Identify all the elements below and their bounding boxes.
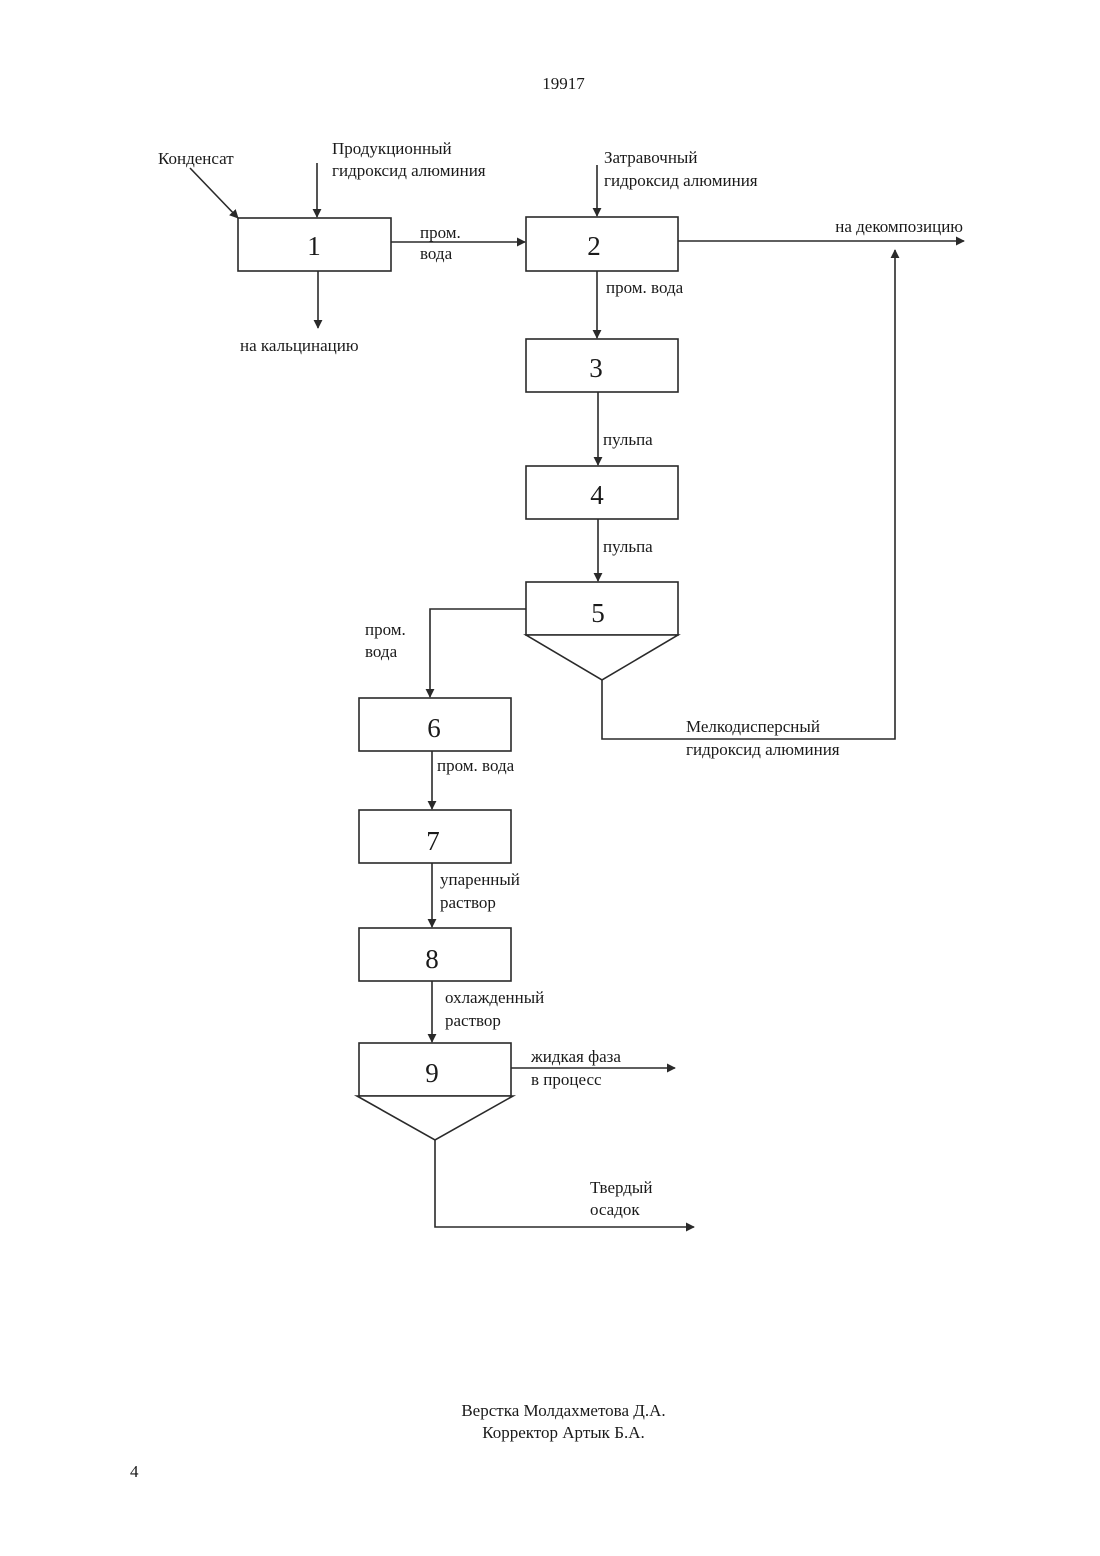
label-seed-hydroxide-line2: гидроксид алюминия — [604, 171, 758, 190]
label-pulp-3-4: пульпа — [603, 430, 653, 449]
label-wash-water-6-7: пром. вода — [437, 756, 515, 775]
arrow-condensate-to-1 — [190, 168, 238, 218]
label-cooled-solution-line1: охлажденный — [445, 988, 544, 1007]
label-to-decomposition: на декомпозицию — [835, 217, 963, 236]
block-2-number: 2 — [587, 231, 601, 261]
block-1-number: 1 — [307, 231, 321, 261]
block-3-number: 3 — [589, 353, 603, 383]
block-6-number: 6 — [427, 713, 441, 743]
label-pulp-4-5: пульпа — [603, 537, 653, 556]
label-product-hydroxide-line2: гидроксид алюминия — [332, 161, 486, 180]
label-evaporated-solution-line2: раствор — [440, 893, 496, 912]
page-number: 4 — [130, 1462, 139, 1482]
label-liquid-phase-line2: в процесс — [531, 1070, 602, 1089]
label-evaporated-solution-line1: упаренный — [440, 870, 520, 889]
arrow-9-solid-residue — [435, 1140, 694, 1227]
block-5-number: 5 — [591, 598, 605, 628]
block-4-number: 4 — [590, 480, 604, 510]
block-8-number: 8 — [425, 944, 439, 974]
block-5-settler-cone — [526, 635, 678, 680]
arrow-5-to-6 — [430, 609, 526, 697]
process-flow-diagram: 1 2 3 4 5 6 7 8 9 Конденсат Продукционны… — [0, 0, 1100, 1300]
label-wash-water-5-6-line2: вода — [365, 642, 398, 661]
footer-corrector-credit: Корректор Артык Б.А. — [0, 1422, 1100, 1444]
label-condensate: Конденсат — [158, 149, 234, 168]
label-seed-hydroxide-line1: Затравочный — [604, 148, 697, 167]
label-fine-hydroxide-line2: гидроксид алюминия — [686, 740, 840, 759]
footer-credits: Верстка Молдахметова Д.А. Корректор Арты… — [0, 1400, 1100, 1444]
label-to-calcination: на кальцинацию — [240, 336, 359, 355]
block-9-settler-cone — [357, 1096, 513, 1140]
label-wash-water-1-2-line1: пром. — [420, 223, 461, 242]
label-wash-water-5-6-line1: пром. — [365, 620, 406, 639]
label-solid-residue-line1: Твердый — [590, 1178, 652, 1197]
label-cooled-solution-line2: раствор — [445, 1011, 501, 1030]
block-7-number: 7 — [426, 826, 440, 856]
footer-layout-credit: Верстка Молдахметова Д.А. — [0, 1400, 1100, 1422]
block-2 — [526, 217, 678, 271]
label-product-hydroxide-line1: Продукционный — [332, 139, 452, 158]
label-wash-water-1-2-line2: вода — [420, 244, 453, 263]
block-9-number: 9 — [425, 1058, 439, 1088]
label-wash-water-2-3: пром. вода — [606, 278, 684, 297]
label-fine-hydroxide-line1: Мелкодисперсный — [686, 717, 820, 736]
label-solid-residue-line2: осадок — [590, 1200, 640, 1219]
label-liquid-phase-line1: жидкая фаза — [530, 1047, 621, 1066]
